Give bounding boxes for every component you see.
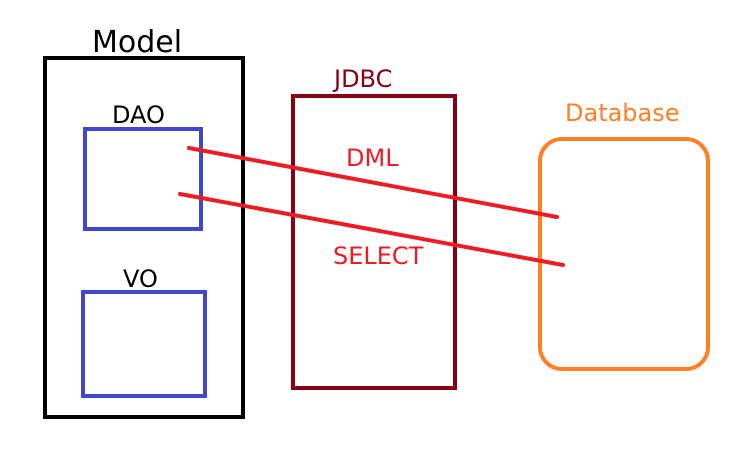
dao-title: DAO <box>112 101 165 129</box>
dao-box <box>83 127 203 231</box>
vo-box <box>81 290 207 398</box>
vo-title: VO <box>123 265 158 293</box>
database-title: Database <box>565 99 680 127</box>
dml-label: DML <box>346 144 399 172</box>
select-label: SELECT <box>333 242 424 270</box>
model-title: Model <box>92 25 183 60</box>
jdbc-title: JDBC <box>334 65 393 93</box>
database-box <box>538 137 710 371</box>
